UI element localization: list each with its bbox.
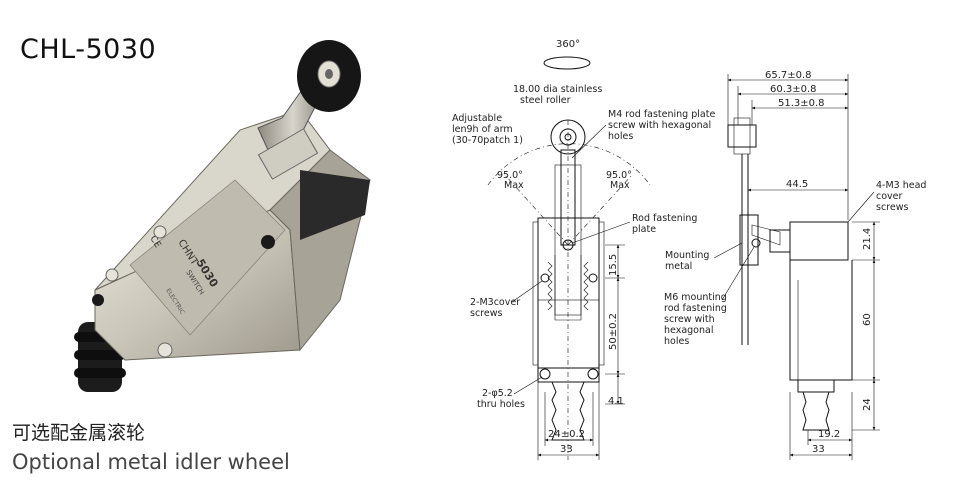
m6-label-2: rod fastening: [664, 303, 727, 314]
head-screws-3: screws: [876, 202, 908, 213]
angle-left-max: Max: [504, 180, 524, 191]
cover-screws-1: 2-M3cover: [470, 297, 520, 308]
rod-plate-2: plate: [632, 224, 656, 235]
caption-chinese: 可选配金属滚轮: [12, 422, 146, 444]
m6-label-3: screw with: [664, 314, 715, 325]
roller-label-2: steel roller: [520, 95, 571, 106]
dim-33-side: 33: [812, 444, 825, 455]
m4-label-1: M4 rod fastening plate: [608, 109, 715, 120]
m4-label-2: screw with hexagonal: [608, 120, 711, 131]
rod-plate-1: Rod fastening: [632, 213, 697, 224]
front-view: 360° 15.5 50: [452, 39, 715, 460]
head-screws-1: 4-M3 head: [876, 180, 926, 191]
thru-holes-2: thru holes: [477, 399, 525, 410]
m6-label-5: holes: [664, 336, 689, 347]
dim-15-5: 15.5: [608, 254, 619, 276]
thru-holes-1: 2-φ5.2: [482, 388, 513, 399]
product-title: CHL-5030: [20, 34, 157, 65]
side-view: 65.7±0.8 60.3±0.8 51.3±0.8 44.5 21.4 60: [664, 70, 926, 460]
arm-label-1: Adjustable: [452, 113, 502, 124]
m6-label-4: hexagonal: [664, 325, 713, 336]
dim-24: 24±0.2: [548, 429, 585, 440]
product-photo: CHNT 5030 SWITCH ELECTRIC CE: [74, 40, 371, 392]
arm-label-2: len9h of arm: [452, 124, 513, 135]
m6-label-1: M6 mounting: [664, 292, 727, 303]
head-screws-2: cover: [876, 191, 903, 202]
angle-left: 95.0°: [497, 170, 523, 181]
roller-wheel: [297, 40, 361, 112]
arm-label-3: (30-70patch 1): [452, 135, 523, 146]
angle-right: 95.0°: [606, 170, 632, 181]
dim-51-3: 51.3±0.8: [778, 98, 825, 109]
m4-label-3: holes: [608, 131, 633, 142]
dim-4-1: 4.1: [608, 396, 624, 407]
mounting-2: metal: [665, 261, 692, 272]
dim-24-side: 24: [862, 398, 873, 411]
rotation-label: 360°: [556, 39, 580, 50]
caption-english: Optional metal idler wheel: [12, 450, 290, 474]
cover-screws-2: screws: [470, 308, 502, 319]
dim-65-7: 65.7±0.8: [765, 70, 812, 81]
roller-label-1: 18.00 dia stainless: [513, 84, 602, 95]
dim-44-5: 44.5: [786, 179, 808, 190]
dim-60: 60: [862, 313, 873, 326]
dim-19-2: 19.2: [818, 429, 840, 440]
dim-33: 33: [560, 444, 573, 455]
dim-60-3: 60.3±0.8: [770, 84, 817, 95]
dim-50: 50±0.2: [608, 313, 619, 350]
angle-right-max: Max: [610, 180, 630, 191]
mounting-1: Mounting: [665, 250, 709, 261]
dim-21-4: 21.4: [862, 228, 873, 250]
